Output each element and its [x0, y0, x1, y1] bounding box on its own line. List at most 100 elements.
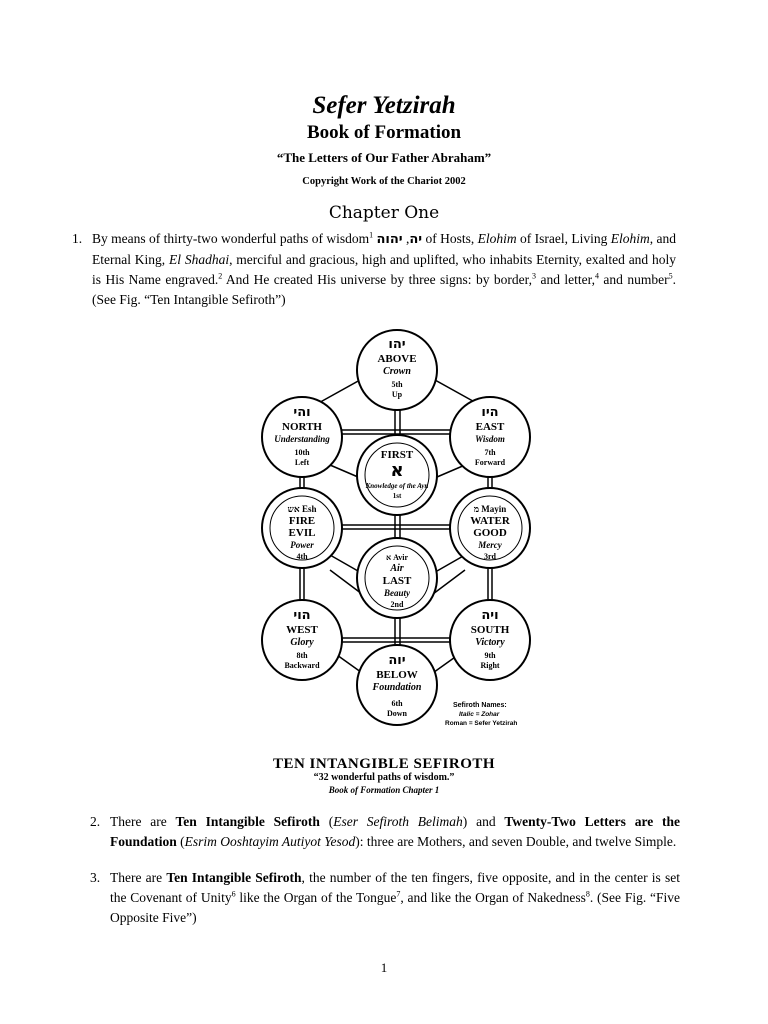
node-hebrew: הוי: [293, 608, 310, 623]
node-hebrew: יהו: [388, 337, 405, 352]
node-below: [356, 644, 438, 726]
node-subname: Beauty: [383, 588, 411, 598]
figure-caption-source: Book of Formation Chapter 1: [328, 785, 440, 795]
node-name: FIRST: [381, 449, 414, 461]
footnote-ref: 4: [594, 271, 599, 281]
node-water: [449, 487, 531, 569]
node-first: [356, 434, 438, 516]
copyright-line: Copyright Work of the Chariot 2002: [302, 176, 466, 187]
node-ordinal: 4th: [296, 552, 308, 561]
node-hebrew: א Avir: [386, 553, 409, 562]
node-ordinal: 2nd: [391, 600, 404, 609]
text-run: ) and: [462, 814, 505, 829]
text-run: of Hosts,: [422, 231, 478, 246]
figure-caption-quote: “32 wonderful paths of wisdom.”: [313, 772, 455, 783]
text-run: , the number of the ten fingers, five op…: [110, 870, 680, 905]
node-ordinal: 7th: [484, 448, 496, 457]
node-direction: Forward: [475, 458, 506, 467]
node-west: [261, 599, 343, 681]
node-name: NORTH: [282, 421, 322, 433]
hebrew-name: יהוה: [376, 232, 403, 247]
text-run: (: [319, 814, 334, 829]
footnote-ref: 2: [218, 271, 223, 281]
node-ordinal: 5th: [391, 380, 403, 389]
footnote-ref: 6: [231, 889, 236, 899]
node-ordinal: 10th: [294, 448, 310, 457]
footnote-ref: 1: [369, 230, 374, 240]
text-run: By means of thirty-two wonderful paths o…: [92, 231, 370, 246]
node-name: FIRE: [289, 515, 315, 527]
text-run: ): three are Mothers, and seven Double, …: [355, 834, 677, 849]
node-subname: Power: [290, 540, 314, 550]
figure-caption-title: TEN INTANGIBLE SEFIROTH: [272, 756, 496, 772]
text-run: , merciful and gracious, high and uplift…: [92, 252, 677, 287]
node-subname2: EVIL: [289, 527, 316, 539]
node-direction: Backward: [284, 661, 320, 670]
node-north: [261, 396, 343, 478]
node-ordinal: 6th: [391, 699, 403, 708]
node-name: SOUTH: [471, 624, 510, 636]
legend-line: Italic = Zohar: [459, 711, 500, 718]
document-title: Sefer Yetzirah: [312, 92, 456, 119]
italic-term: Eser Sefiroth Belimah: [333, 814, 463, 829]
node-subname: Victory: [475, 637, 505, 648]
footnote-ref: 3: [532, 271, 536, 281]
node-direction: Left: [295, 458, 310, 467]
text-run: . (See Fig. “Ten Intangible Sefiroth”): [92, 272, 676, 307]
node-name: WEST: [286, 624, 318, 636]
node-ordinal: 3rd: [484, 552, 497, 561]
node-subname: Mercy: [477, 540, 502, 550]
node-name: BELOW: [376, 669, 418, 681]
text-run: And He created His universe by three sig…: [222, 272, 532, 287]
hebrew-name: יה: [409, 232, 423, 247]
italic-term: El Shadhai: [169, 252, 230, 267]
node-direction: Down: [387, 709, 408, 718]
node-subname: Glory: [290, 637, 314, 648]
node-hebrew: יוה: [388, 653, 405, 668]
node-subname: Wisdom: [475, 434, 505, 444]
text-run: . (See Fig. “Five Opposite Five”): [110, 890, 680, 925]
node-above: [356, 329, 438, 411]
footnote-ref: 8: [585, 889, 590, 899]
node-fire: [261, 487, 343, 569]
bold-term: Ten Intangible Sefiroth: [175, 814, 320, 829]
text-run: , and like the Organ of Nakedness: [400, 890, 586, 905]
footnote-ref: 5: [668, 271, 673, 281]
node-last: [356, 537, 438, 619]
text-run: and number: [598, 272, 669, 287]
node-hebrew: מ Mayin: [474, 504, 507, 514]
node-subname: Understanding: [274, 434, 330, 444]
italic-term: Elohim: [610, 231, 650, 246]
node-direction: Right: [480, 661, 499, 670]
text-run: , and Eternal King,: [92, 231, 677, 267]
node-subname: Knowledge of the Ayn: [365, 482, 429, 490]
text-run: There are: [110, 814, 176, 829]
text-run: There are: [110, 870, 167, 885]
aleph-glyph: א: [390, 460, 403, 481]
document-quote: “The Letters of Our Father Abraham”: [276, 150, 492, 165]
text-run: (: [176, 834, 185, 849]
node-subname: Crown: [383, 366, 411, 377]
node-subname: Foundation: [372, 682, 422, 693]
text-run: like the Organ of the Tongue: [235, 890, 397, 905]
node-ordinal: 9th: [484, 651, 496, 660]
chapter-heading: Chapter One: [328, 203, 440, 223]
italic-term: Esrim Ooshtayim Autiyot Yesod: [184, 834, 356, 849]
node-hebrew: והי: [293, 405, 310, 420]
node-name: Air: [389, 563, 403, 574]
document-subtitle: Book of Formation: [306, 122, 462, 143]
bold-term: Ten Intangible Sefiroth: [166, 870, 302, 885]
paragraph-2: 2.There are Ten Intangible Sefiroth (Ese…: [90, 812, 680, 852]
node-subname2: LAST: [383, 575, 412, 587]
paragraph-number: 1.: [72, 231, 83, 246]
node-south: [449, 599, 531, 681]
node-hebrew: אש Esh: [288, 504, 317, 514]
node-east: [449, 396, 531, 478]
paragraph-number: 2.: [90, 814, 101, 829]
footnote-ref: 7: [396, 889, 401, 899]
text-run: ,: [402, 231, 410, 246]
node-name: EAST: [476, 421, 505, 433]
legend-title: Sefiroth Names:: [453, 702, 507, 709]
node-subname2: GOOD: [473, 527, 507, 539]
